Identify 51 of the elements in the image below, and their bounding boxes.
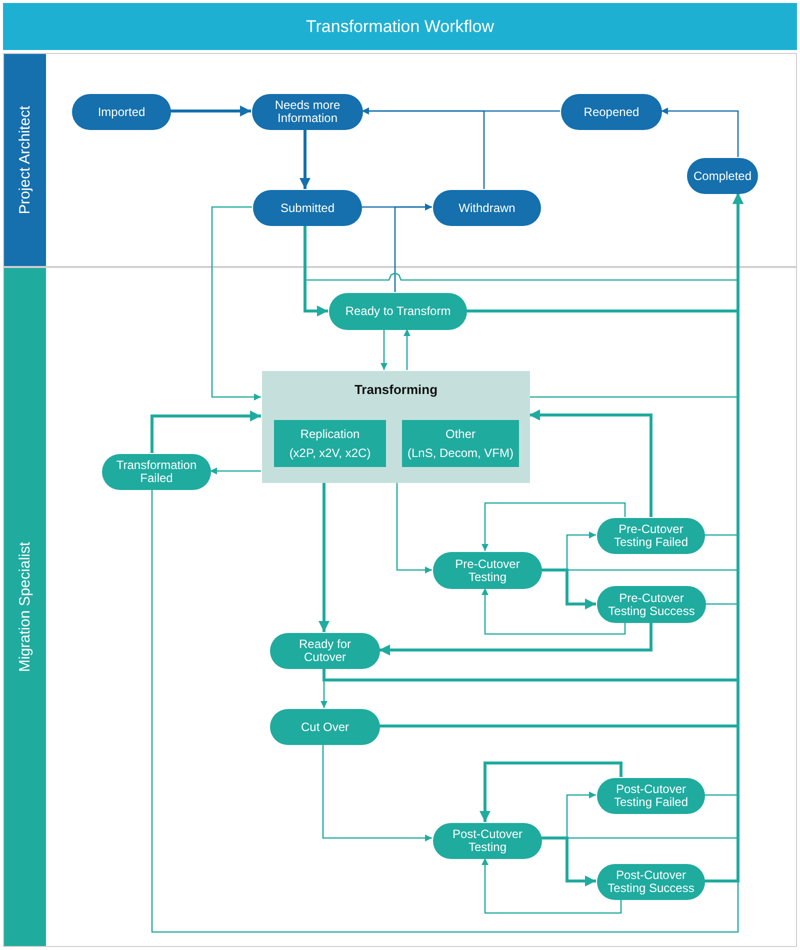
state-pill: Pre-Cutover Testing <box>433 552 542 589</box>
swimlane <box>3 53 797 267</box>
arrow <box>480 762 622 822</box>
arrow <box>362 108 485 189</box>
state-pill: Cut Over <box>270 709 380 745</box>
arrow <box>404 329 410 370</box>
arrow <box>482 858 622 914</box>
arrow <box>210 468 261 474</box>
state-pill: Completed <box>687 158 758 194</box>
arrow <box>304 225 328 316</box>
state-pill: Submitted <box>253 190 362 226</box>
state-pill: Withdrawn <box>433 190 541 226</box>
arrow <box>322 744 432 842</box>
state-pill: Pre-Cutover Testing Success <box>597 586 706 623</box>
state-detail: (LnS, Decom, VFM) <box>407 446 514 460</box>
arrow <box>529 410 652 517</box>
state-group <box>262 371 530 483</box>
arrow <box>379 622 652 656</box>
arrow <box>482 588 626 635</box>
state-detail: (x2P, x2V, x2C) <box>289 446 371 460</box>
state-pill: Ready to Transform <box>329 293 467 330</box>
arrow <box>170 106 251 116</box>
state-pill: Imported <box>72 94 171 130</box>
lane-label: Project Architect <box>16 106 34 214</box>
state-pill: Post-Cutover Testing Failed <box>597 778 705 814</box>
state-pill: Reopened <box>561 94 662 130</box>
arrow <box>211 206 261 400</box>
arrow <box>541 836 596 886</box>
sub-state-box <box>402 420 519 467</box>
state-pill: Needs more Information <box>252 94 363 130</box>
state-name: Replication <box>300 427 360 441</box>
state-name: Other <box>445 427 476 441</box>
arrow <box>661 108 739 157</box>
state-pill: Transformation Failed <box>102 454 211 490</box>
arrow <box>150 410 261 453</box>
state-pill: Pre-Cutover Testing Failed <box>597 518 705 554</box>
lane-label: Migration Specialist <box>16 542 34 672</box>
state-pill: Post-Cutover Testing Success <box>597 864 705 900</box>
arrow <box>541 568 596 610</box>
group-title: Transforming <box>353 382 439 397</box>
state-pill: Post-Cutover Testing <box>433 823 542 859</box>
arrow <box>300 129 310 189</box>
state-pill: Ready for Cutover <box>270 633 380 669</box>
swimlane <box>3 267 797 947</box>
arrow <box>318 482 330 632</box>
arrow <box>394 204 432 292</box>
sub-state-box <box>274 420 386 467</box>
arrow <box>380 329 388 370</box>
arrow <box>396 482 432 574</box>
title-banner: Transformation Workflow <box>3 3 797 50</box>
arrow <box>482 502 626 551</box>
